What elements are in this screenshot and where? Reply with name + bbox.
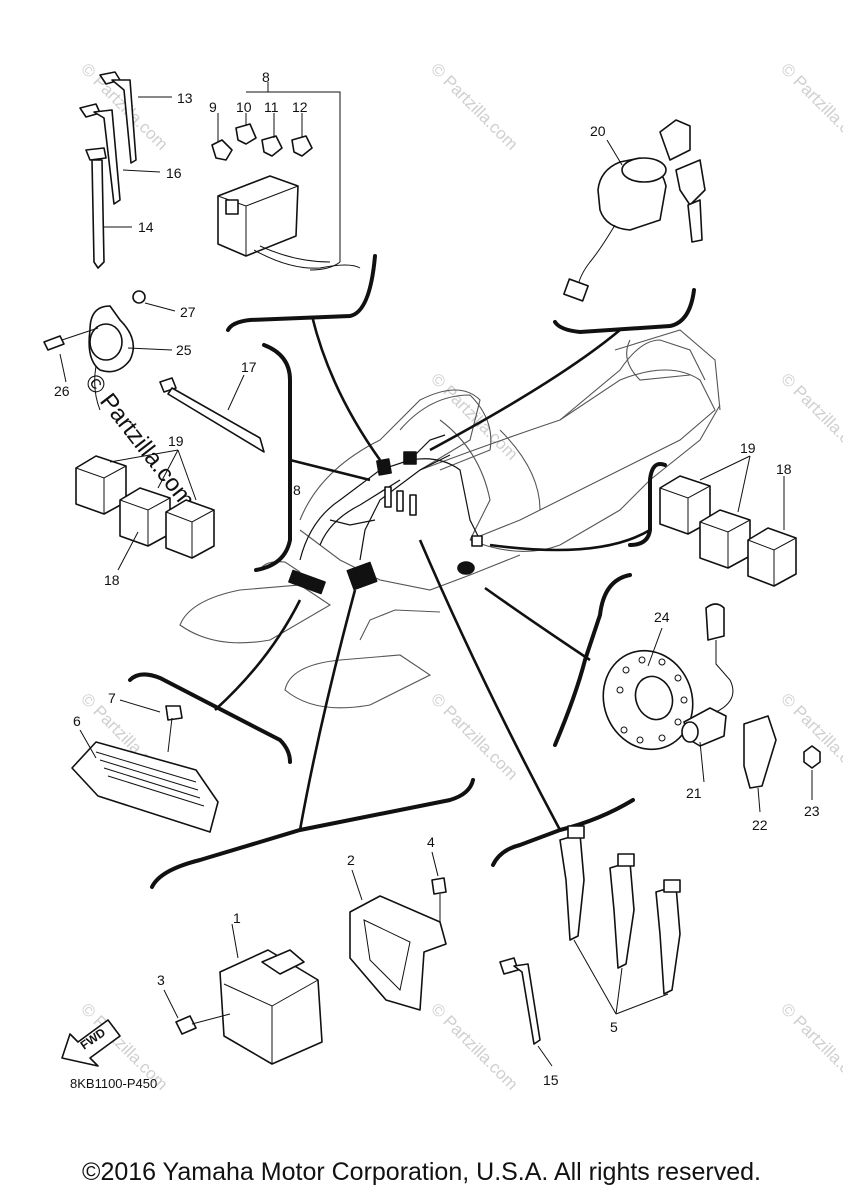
callout-label: 10 bbox=[236, 99, 252, 115]
watermark: © Partzilla.com bbox=[777, 689, 843, 783]
watermark: © Partzilla.com bbox=[777, 59, 843, 153]
callout-label: 9 bbox=[209, 99, 217, 115]
callout-label: 6 bbox=[73, 713, 81, 729]
snowmobile-illustration bbox=[179, 329, 721, 709]
callout-label: 21 bbox=[686, 785, 702, 801]
callout-label: 11 bbox=[264, 99, 279, 115]
fuse-box-assembly bbox=[211, 82, 361, 269]
callout-label: 4 bbox=[427, 834, 435, 850]
callout-label: 3 bbox=[157, 972, 165, 988]
cdi-unit-assembly bbox=[163, 851, 447, 1065]
sensor-assembly bbox=[43, 290, 176, 411]
relay-group-right bbox=[659, 455, 797, 587]
callout-label: 2 bbox=[347, 852, 355, 868]
heat-sink-assembly bbox=[71, 699, 219, 833]
callout-label: 17 bbox=[241, 359, 257, 375]
callout-label: 12 bbox=[292, 99, 308, 115]
callout-labels: 1 2 3 4 5 6 7 8 8 9 10 11 12 13 14 15 16… bbox=[54, 69, 820, 1088]
watermark: © Partzilla.com bbox=[777, 369, 843, 463]
callout-label: 27 bbox=[180, 304, 196, 320]
callout-label: 5 bbox=[610, 1019, 618, 1035]
watermark: © Partzilla.com bbox=[427, 999, 521, 1093]
callout-label: 13 bbox=[177, 90, 193, 106]
callout-label: 1 bbox=[233, 910, 241, 926]
callout-label: 23 bbox=[804, 803, 820, 819]
callout-label: 7 bbox=[108, 690, 116, 706]
callout-label: 16 bbox=[166, 165, 182, 181]
watermark: © Partzilla.com bbox=[777, 999, 843, 1093]
callout-label: 25 bbox=[176, 342, 192, 358]
callout-label: 19 bbox=[168, 433, 184, 449]
pickup-coil-assembly bbox=[602, 603, 821, 813]
callout-label: 22 bbox=[752, 817, 768, 833]
relay-group-left bbox=[75, 449, 215, 571]
callout-label: 26 bbox=[54, 383, 70, 399]
callout-label: 8 bbox=[262, 69, 270, 85]
callout-label: 8 bbox=[293, 482, 301, 498]
diagram-code: 8KB1100-P450 bbox=[70, 1076, 157, 1091]
watermark-group: © Partzilla.com © Partzilla.com © Partzi… bbox=[77, 59, 843, 1093]
callout-label: 20 bbox=[590, 123, 606, 139]
callout-label: 19 bbox=[740, 440, 756, 456]
cable-tie-17 bbox=[159, 374, 265, 453]
ignition-coil-group bbox=[499, 825, 681, 1067]
callout-label: 18 bbox=[104, 572, 120, 588]
copyright-text: ©2016 Yamaha Motor Corporation, U.S.A. A… bbox=[82, 1158, 761, 1186]
callout-label: 24 bbox=[654, 609, 670, 625]
callout-label: 18 bbox=[776, 461, 792, 477]
fwd-arrow-icon bbox=[61, 1019, 121, 1067]
main-switch bbox=[563, 119, 706, 302]
cable-tie-group bbox=[79, 71, 172, 269]
watermark: © Partzilla.com bbox=[427, 689, 521, 783]
watermark: © Partzilla.com bbox=[427, 59, 521, 153]
callout-label: 15 bbox=[543, 1072, 559, 1088]
callout-label: 14 bbox=[138, 219, 154, 235]
leader-lines bbox=[128, 91, 696, 889]
